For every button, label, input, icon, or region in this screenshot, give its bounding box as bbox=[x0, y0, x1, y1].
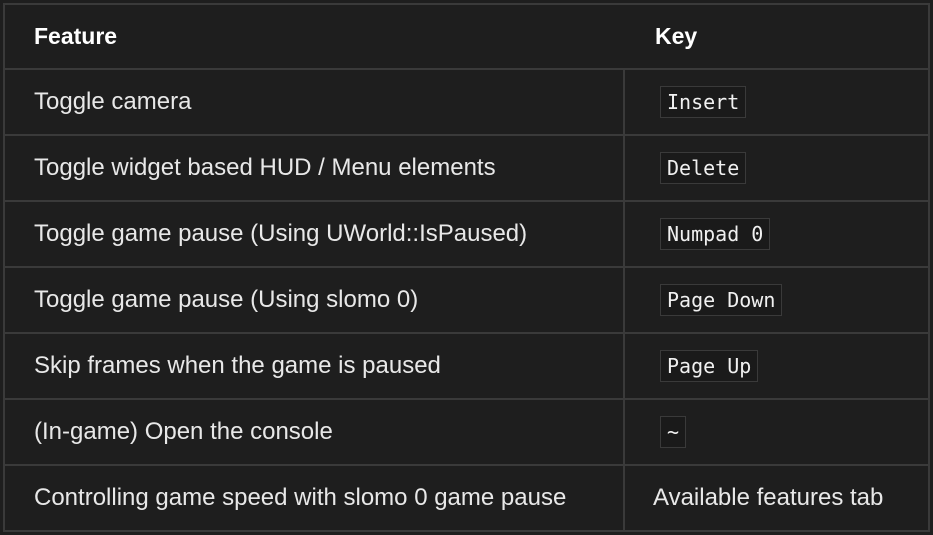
feature-cell: Controlling game speed with slomo 0 game… bbox=[34, 484, 567, 511]
table-row: Toggle game pause (Using slomo 0) Page D… bbox=[5, 267, 928, 334]
key-cell: Numpad 0 bbox=[623, 201, 928, 268]
key-code: ~ bbox=[660, 416, 687, 448]
key-code: Page Down bbox=[660, 284, 783, 316]
key-code: Insert bbox=[660, 86, 747, 118]
key-code: Delete bbox=[660, 152, 747, 184]
features-table: Feature Key Toggle camera Insert Toggle … bbox=[5, 5, 928, 530]
feature-cell: (In-game) Open the console bbox=[5, 399, 624, 466]
feature-cell: Skip frames when the game is paused bbox=[5, 333, 624, 400]
feature-cell: Toggle game pause (Using UWorld::IsPause… bbox=[5, 201, 624, 268]
key-cell: Page Down bbox=[623, 267, 928, 334]
feature-cell: Toggle camera bbox=[5, 69, 624, 136]
table-row: Controlling game speed with slomo 0 game… bbox=[5, 465, 928, 530]
key-cell: Delete bbox=[623, 135, 928, 202]
table-row: Skip frames when the game is paused Page… bbox=[5, 333, 928, 400]
table-row: Toggle camera Insert bbox=[5, 69, 928, 136]
feature-cell: Toggle widget based HUD / Menu elements bbox=[5, 135, 624, 202]
features-table-container: Feature Key Toggle camera Insert Toggle … bbox=[3, 3, 930, 532]
key-cell: Insert bbox=[623, 69, 928, 136]
table-header-row: Feature Key bbox=[5, 5, 928, 70]
key-cell: Page Up bbox=[623, 333, 928, 400]
feature-cell: Toggle game pause (Using slomo 0) bbox=[5, 267, 624, 334]
table-row: (In-game) Open the console ~ bbox=[5, 399, 928, 466]
feature-column-header: Feature bbox=[5, 5, 624, 70]
key-code: Page Up bbox=[660, 350, 759, 382]
table-row: Toggle game pause (Using UWorld::IsPause… bbox=[5, 201, 928, 268]
key-code: Numpad 0 bbox=[660, 218, 771, 250]
table-row: Toggle widget based HUD / Menu elements … bbox=[5, 135, 928, 202]
key-column-header: Key bbox=[624, 5, 928, 70]
key-text: Available features tab bbox=[653, 484, 884, 511]
key-cell: ~ bbox=[623, 399, 928, 466]
key-cell: Available features tab bbox=[623, 465, 928, 530]
